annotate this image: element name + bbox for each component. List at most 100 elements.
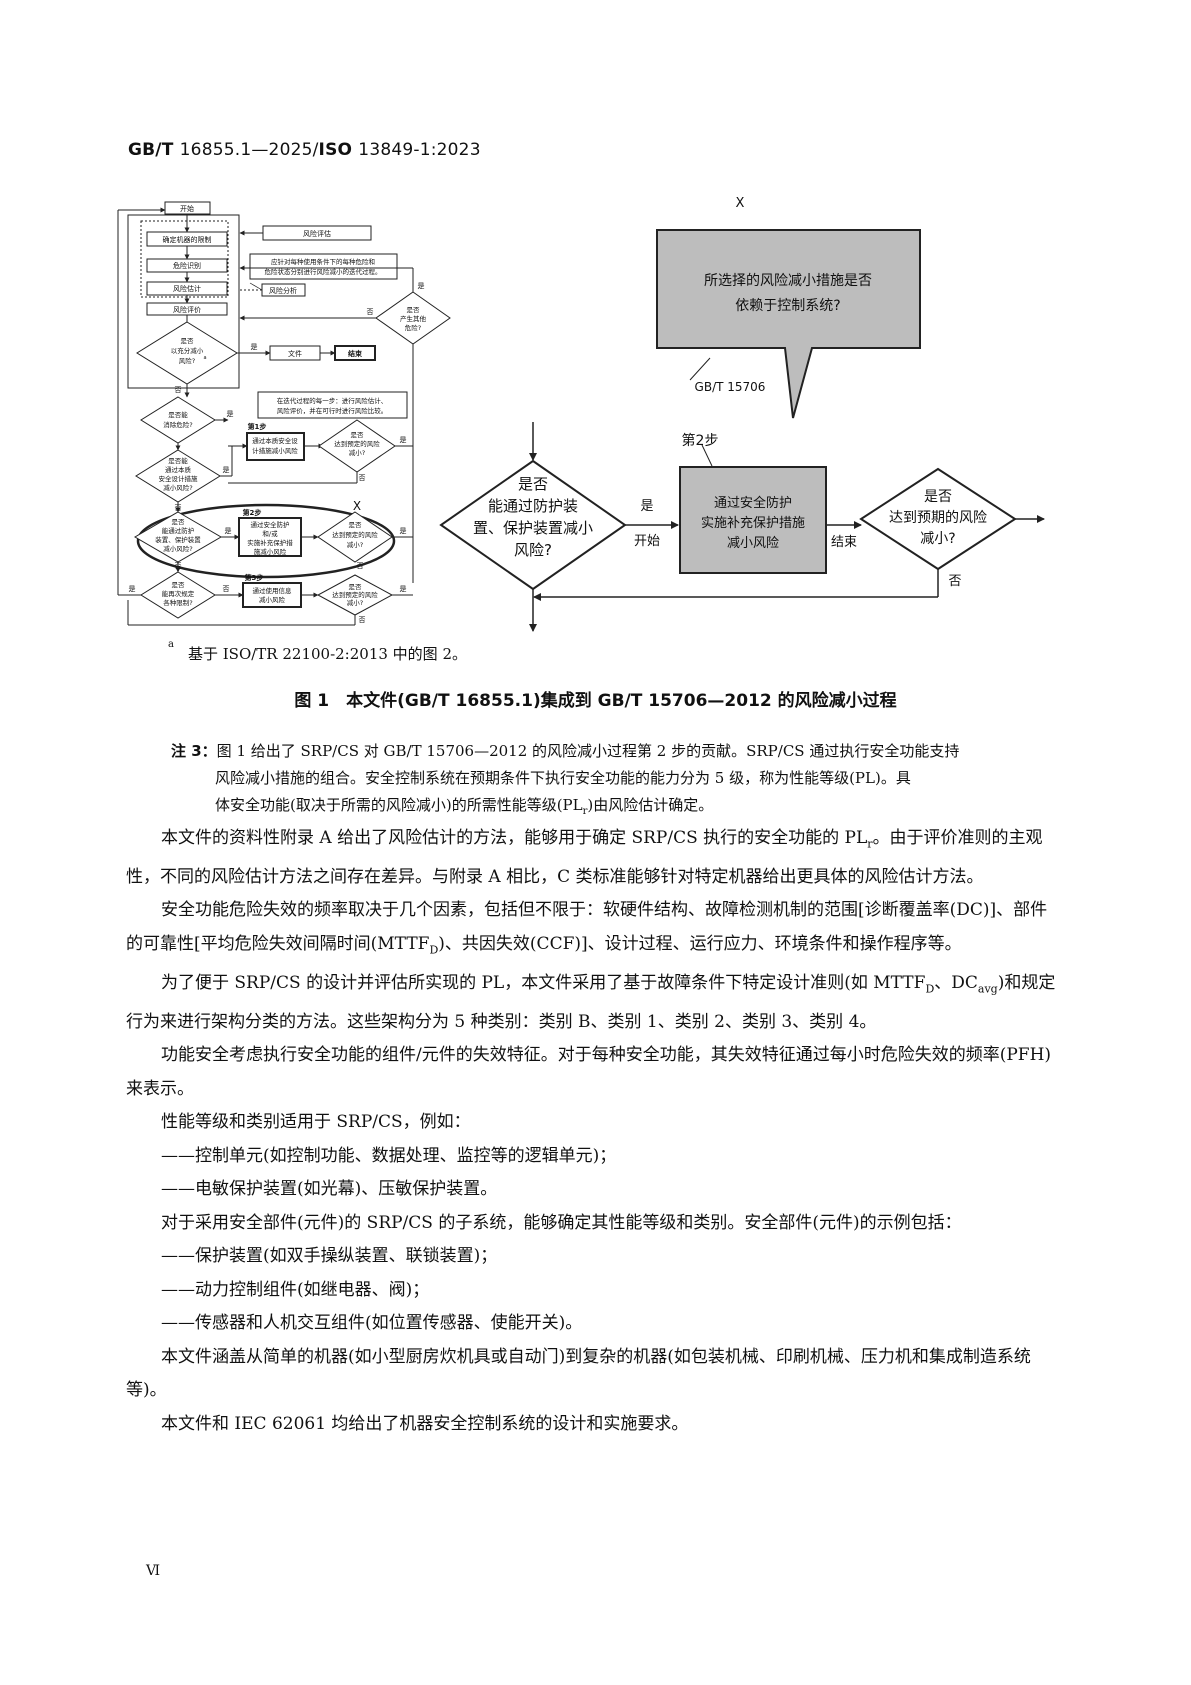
callout-box	[656, 229, 921, 419]
rf-callout-2: 依赖于控制系统?	[735, 298, 840, 314]
figure-footnote: a基于 ISO/TR 22100-2:2013 中的图 2。	[168, 639, 467, 664]
lf-redefine-3: 各种限制?	[163, 598, 192, 607]
lf-no-intended2: 否	[357, 562, 364, 570]
risk-assessment-frame	[127, 214, 240, 389]
rf-end: 结束	[831, 535, 857, 550]
lf-intended3-2: 达到预定的风险	[332, 590, 378, 599]
figure-1: 开始 确定机器的限制 风险评估 危险识别 应针对每种使用条件下的每种危险和 危险…	[0, 0, 1191, 640]
lf-yes-guard: 是	[225, 527, 232, 535]
lf-no-intended3: 否	[359, 616, 366, 624]
lf-step1-box-2: 计措施减小风险	[252, 446, 298, 455]
rf-q1-line4: 风险?	[514, 541, 552, 559]
lf-adequate-2: 以充分减小	[171, 346, 204, 355]
body-text: 本文件的资料性附录 A 给出了风险估计的方法，能够用于确定 SRP/CS 执行的…	[126, 822, 1056, 1441]
dash-item-4: ——动力控制组件(如继电器、阀)；	[161, 1279, 430, 1300]
lf-iter-note-1: 应针对每种使用条件下的每种危险和	[271, 257, 375, 266]
p2-end: )、共因失效(CCF)]、设计过程、运行应力、环境条件和操作程序等。	[438, 933, 962, 954]
lf-step2-box-2: 和/或	[262, 529, 278, 538]
rf-x-mark: X	[736, 196, 745, 211]
lf-new-hazard-3: 危险?	[405, 323, 421, 332]
lf-yes-redefine: 是	[129, 585, 136, 593]
lf-adequate-sup: a	[203, 355, 206, 361]
dash-item-2: ——电敏保护装置(如光幕)、压敏保护装置。	[161, 1179, 498, 1200]
p3-end: )和规定行为来进行架构分类的方法。这些架构分为 5 种类别：类别 B、类别 1、…	[126, 972, 1056, 1032]
p1-sub: r	[867, 837, 873, 851]
header-iso: ISO	[318, 140, 353, 160]
paragraph-5: 性能等级和类别适用于 SRP/CS，例如：	[161, 1112, 471, 1133]
paragraph-8: 本文件和 IEC 62061 均给出了机器安全控制系统的设计和实施要求。	[161, 1413, 689, 1434]
paragraph-3: 为了便于 SRP/CS 的设计并评估所实现的 PL，本文件采用了基于故障条件下特…	[126, 967, 1056, 1039]
risk-reduction-flowchart: 开始 确定机器的限制 风险评估 危险识别 应针对每种使用条件下的每种危险和 危险…	[117, 196, 1045, 632]
header-number: 16855.1—2025/	[179, 140, 319, 160]
paragraph-2: 安全功能危险失效的频率取决于几个因素，包括但不限于：软硬件结构、故障检测机制的范…	[126, 894, 1056, 966]
lf-design-q-1: 是否能	[168, 456, 188, 465]
p3-mid: 、DC	[934, 972, 978, 993]
page-number: Ⅵ	[146, 1563, 161, 1579]
lf-guard-q-2: 能通过防护	[162, 526, 195, 535]
lf-design-q-3: 安全设计措施	[159, 474, 199, 483]
rf-q2-line3: 减小?	[920, 531, 955, 547]
rf-box-line1: 通过安全防护	[714, 495, 792, 511]
rf-step2-box	[679, 466, 827, 574]
lf-risk-analysis: 风险分析	[269, 286, 297, 295]
lf-each-step-2: 风险评价，并在可行时进行风险比较。	[277, 406, 388, 415]
risk-analysis-dashed-frame	[140, 220, 229, 298]
lf-yes-intended2: 是	[400, 527, 407, 535]
lf-design-q-2: 通过本质	[165, 465, 192, 474]
lf-step1-box-1: 通过本质安全设	[252, 436, 298, 445]
note-line-1: 图 1 给出了 SRP/CS 对 GB/T 15706—2012 的风险减小过程…	[216, 742, 960, 760]
lf-yes-intended3: 是	[400, 585, 407, 593]
note-line-2: 风险减小措施的组合。安全控制系统在预期条件下执行安全功能的能力分为 5 级，称为…	[215, 769, 911, 787]
right-flowchart-text: X 所选择的风险减小措施是否 依赖于控制系统? GB/T 15706 第2步 是…	[473, 196, 987, 589]
rf-start: 开始	[634, 534, 660, 549]
lf-no-new-hazard: 否	[367, 308, 374, 316]
lf-eliminate-1: 是否能	[168, 410, 188, 419]
lf-step2-box-3: 实施补充保护措	[247, 538, 293, 547]
lf-guard-q-1: 是否	[172, 518, 186, 526]
lf-yes-intended1: 是	[400, 436, 407, 444]
lf-intended2-3: 减小?	[347, 540, 363, 549]
paragraph-6: 对于采用安全部件(元件)的 SRP/CS 的子系统，能够确定其性能等级和类别。安…	[161, 1212, 962, 1233]
note-label: 注 3：	[171, 742, 217, 760]
dash-item-5: ——传感器和人机交互组件(如位置传感器、使能开关)。	[161, 1313, 583, 1334]
rf-q1-line1: 是否	[518, 475, 548, 493]
rf-yes: 是	[640, 499, 653, 514]
p3-text: 为了便于 SRP/CS 的设计并评估所实现的 PL，本文件采用了基于故障条件下特…	[161, 972, 926, 993]
paragraph-1: 本文件的资料性附录 A 给出了风险估计的方法，能够用于确定 SRP/CS 执行的…	[126, 822, 1056, 894]
lf-eliminate-2: 消除危险?	[163, 420, 192, 429]
lf-adequate-3: 风险?	[179, 356, 195, 365]
lf-step2-label: 第2步	[243, 508, 262, 517]
lf-risk-assessment: 风险评估	[303, 229, 331, 238]
lf-redefine-1: 是否	[172, 581, 186, 589]
header-iso-number: 13849-1:2023	[358, 140, 481, 160]
figure-caption: 图 1 本文件(GB/T 16855.1)集成到 GB/T 15706—2012…	[294, 691, 897, 711]
lf-guard-q-3: 装置、保护装置	[155, 535, 201, 544]
note-line-3-sub: r	[582, 806, 588, 817]
lf-risk-evaluation: 风险评价	[173, 305, 201, 314]
end-box	[334, 345, 376, 361]
lf-redefine-2: 能再次规定	[162, 589, 195, 598]
rf-q1-line2: 能通过防护装	[488, 497, 578, 515]
lf-define-limits: 确定机器的限制	[163, 235, 212, 244]
lf-intended2-1: 是否	[349, 521, 363, 529]
note-line-3: 体安全功能(取决于所需的风险减小)的所需性能等级(PLr)由风险估计确定。	[171, 792, 1056, 825]
lf-start: 开始	[180, 204, 194, 213]
note-3: 注 3：图 1 给出了 SRP/CS 对 GB/T 15706—2012 的风险…	[171, 738, 1056, 825]
lf-step3-box-2: 减小风险	[259, 595, 286, 604]
footnote-marker: a	[168, 639, 174, 650]
lf-adequate-1: 是否	[181, 337, 195, 345]
note-line-3-text: 体安全功能(取决于所需的风险减小)的所需性能等级(PL	[215, 796, 583, 814]
lf-intended1-2: 达到预定的风险	[334, 439, 380, 448]
lf-end: 结束	[347, 349, 363, 358]
p2-sub: D	[429, 943, 439, 957]
note-line-3-end: )由风险估计确定。	[587, 796, 714, 814]
p3-sub1: D	[925, 982, 935, 996]
lf-yes-eliminate: 是	[227, 410, 234, 418]
rf-gbt-15706: GB/T 15706	[695, 380, 766, 394]
lf-no-adequate: 否	[175, 386, 182, 394]
left-flowchart	[117, 201, 451, 626]
right-flowchart	[439, 229, 1045, 632]
lf-guard-q-4: 减小风险?	[163, 544, 192, 553]
redefine-diamond	[140, 571, 216, 619]
standard-code-header: GB/T 16855.1—2025/ISO 13849-1:2023	[128, 140, 481, 160]
